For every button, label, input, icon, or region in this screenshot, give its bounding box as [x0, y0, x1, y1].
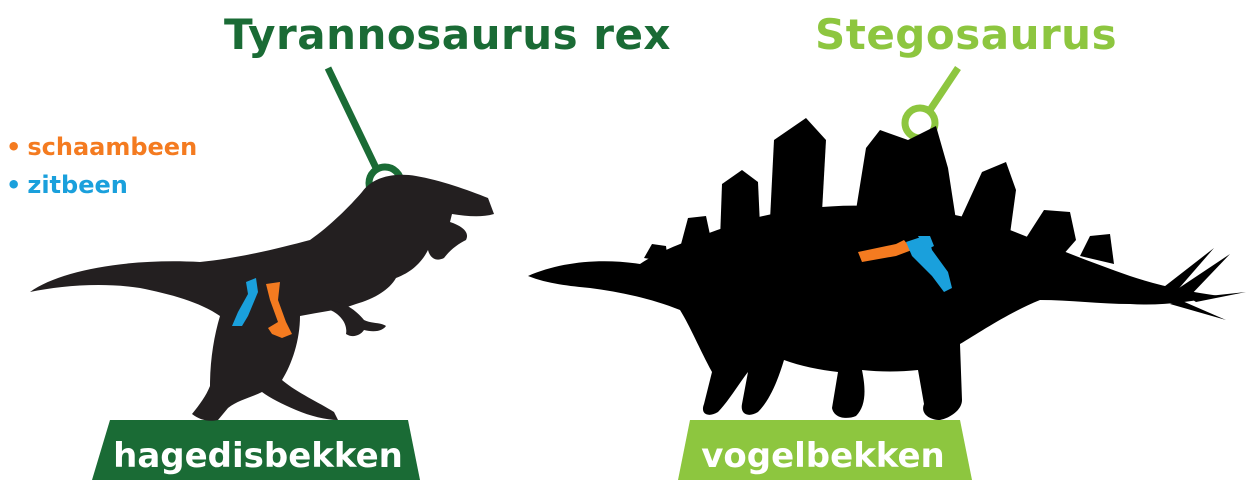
legend-bullet: • — [6, 173, 21, 197]
trex-title: Tyrannosaurus rex — [224, 14, 671, 56]
stegosaurus-silhouette-icon — [528, 118, 1246, 420]
plaque-hagedisbekken: hagedisbekken — [100, 439, 416, 473]
trex-silhouette-icon — [30, 175, 494, 421]
stegosaurus-title: Stegosaurus — [815, 14, 1117, 56]
legend-label: schaambeen — [27, 135, 197, 159]
trex-pointer-line — [328, 68, 377, 170]
plaque-vogelbekken: vogelbekken — [680, 439, 966, 473]
legend-item-schaambeen: • schaambeen — [6, 128, 197, 166]
legend-bullet: • — [6, 135, 21, 159]
legend-item-zitbeen: • zitbeen — [6, 166, 197, 204]
steg-pointer-line — [930, 68, 958, 110]
legend-label: zitbeen — [27, 173, 128, 197]
legend: • schaambeen • zitbeen — [6, 128, 197, 204]
